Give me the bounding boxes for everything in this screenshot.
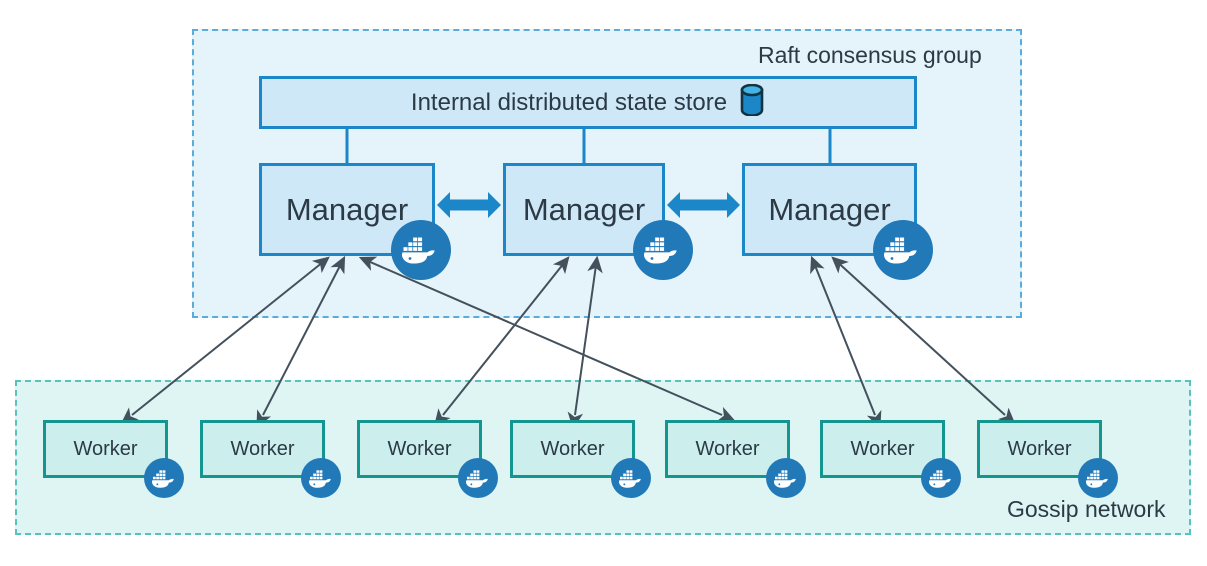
edge-worker-1-to-manager-1 [120, 256, 330, 425]
state-store-connectors [345, 129, 832, 163]
edge-manager-1-to-manager-2 [437, 192, 501, 218]
manager-label: Manager [285, 191, 409, 227]
edge-worker-6-to-manager-3 [810, 255, 882, 429]
raft-group-label: Raft consensus group [758, 42, 982, 68]
edge-manager-2-to-manager-3 [667, 192, 740, 218]
docker-whale-icon [144, 458, 184, 498]
edge-worker-3-to-manager-2 [434, 256, 570, 427]
docker-whale-icon [873, 220, 933, 280]
worker-label: Worker [230, 437, 295, 460]
state-store-content: Internal distributed state store [410, 83, 765, 121]
gossip-group-label: Gossip network [1007, 496, 1166, 522]
worker-label: Worker [850, 437, 915, 460]
docker-whale-icon [766, 458, 806, 498]
docker-whale-icon [301, 458, 341, 498]
edge-worker-7-to-manager-3 [831, 256, 1016, 425]
manager-label: Manager [768, 191, 891, 227]
docker-whale-icon [458, 458, 498, 498]
worker-label: Worker [1007, 437, 1072, 460]
worker-label: Worker [387, 437, 452, 460]
state-store-label: Internal distributed state store [410, 88, 728, 116]
docker-whale-icon [633, 220, 693, 280]
docker-whale-icon [1078, 458, 1118, 498]
worker-label: Worker [73, 437, 138, 460]
database-cylinder-icon [739, 83, 765, 121]
internal-state-store-box[interactable]: Internal distributed state store [259, 76, 917, 129]
docker-whale-icon [611, 458, 651, 498]
manager-manager-edges [437, 192, 740, 218]
docker-whale-icon [921, 458, 961, 498]
docker-whale-icon [391, 220, 451, 280]
edge-worker-4-to-manager-2 [567, 255, 603, 430]
worker-manager-edges [120, 255, 1016, 430]
manager-label: Manager [522, 191, 646, 227]
edge-worker-2-to-manager-1 [256, 255, 346, 428]
worker-label: Worker [540, 437, 605, 460]
worker-label: Worker [695, 437, 760, 460]
edge-worker-5-to-manager-1 [358, 256, 736, 422]
